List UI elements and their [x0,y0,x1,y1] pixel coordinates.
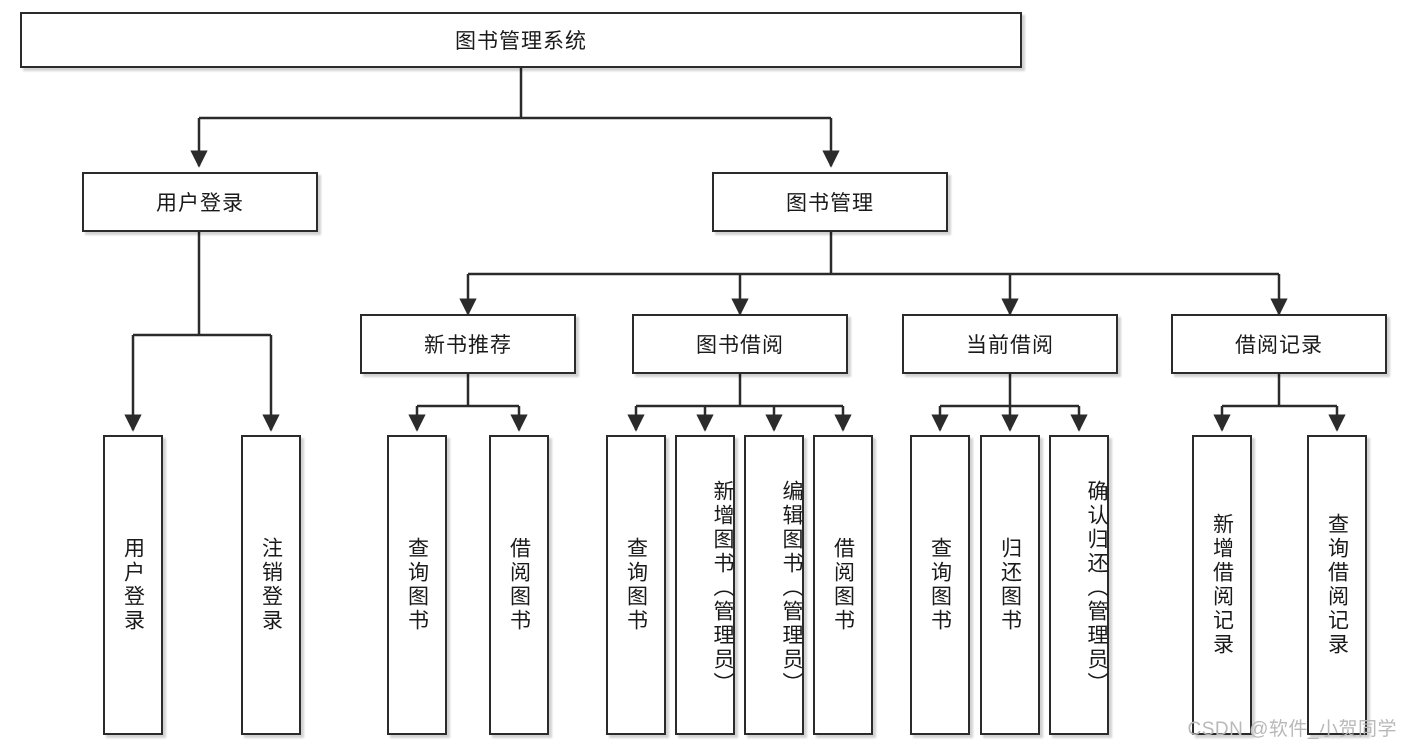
node-user-login[interactable]: 用户登录 [82,172,318,232]
leaf-current-query-book[interactable]: 查询图书 [910,435,970,735]
node-book-borrow[interactable]: 图书借阅 [632,314,848,374]
leaf-label: 注销登录 [259,537,283,633]
leaf-new-book-borrow[interactable]: 借阅图书 [489,435,549,735]
node-borrow-records-label: 借阅记录 [1235,334,1323,357]
node-root-label: 图书管理系统 [455,30,587,53]
node-current-borrow[interactable]: 当前借阅 [902,314,1118,374]
node-new-book-recommend-label: 新书推荐 [424,334,512,357]
node-user-login-label: 用户登录 [156,192,244,215]
node-borrow-records[interactable]: 借阅记录 [1171,314,1387,374]
node-new-book-recommend[interactable]: 新书推荐 [360,314,576,374]
leaf-label: 新增借阅记录 [1210,513,1234,657]
leaf-user-login-signout[interactable]: 注销登录 [241,435,301,735]
leaf-user-login-signin[interactable]: 用户登录 [103,435,163,735]
node-root[interactable]: 图书管理系统 [20,12,1022,68]
watermark: CSDN @软件_小贺同学 [1187,719,1397,740]
leaf-label: 借阅图书 [831,537,855,633]
leaf-label: 编辑图书（管理员） [780,480,803,696]
leaf-current-return-book[interactable]: 归还图书 [980,435,1040,735]
node-book-borrow-label: 图书借阅 [696,334,784,357]
leaf-new-book-query[interactable]: 查询图书 [387,435,447,735]
leaf-records-add-record[interactable]: 新增借阅记录 [1192,435,1252,735]
node-book-management-label: 图书管理 [786,192,874,215]
leaf-label: 确认归还（管理员） [1085,480,1108,696]
leaf-label: 查询图书 [624,537,648,633]
leaf-borrow-edit-book[interactable]: 编辑图书（管理员） [744,435,804,735]
leaf-borrow-query-book[interactable]: 查询图书 [606,435,666,735]
leaf-label: 用户登录 [121,537,145,633]
leaf-records-query-record[interactable]: 查询借阅记录 [1307,435,1367,735]
leaf-current-confirm-return[interactable]: 确认归还（管理员） [1049,435,1109,735]
node-book-management[interactable]: 图书管理 [712,172,948,232]
leaf-label: 新增图书（管理员） [711,480,734,696]
leaf-label: 查询图书 [928,537,952,633]
leaf-borrow-borrow-book[interactable]: 借阅图书 [813,435,873,735]
leaf-label: 查询图书 [405,537,429,633]
leaf-label: 借阅图书 [507,537,531,633]
leaf-label: 归还图书 [998,537,1022,633]
leaf-borrow-add-book[interactable]: 新增图书（管理员） [675,435,735,735]
node-current-borrow-label: 当前借阅 [966,334,1054,357]
leaf-label: 查询借阅记录 [1325,513,1349,657]
